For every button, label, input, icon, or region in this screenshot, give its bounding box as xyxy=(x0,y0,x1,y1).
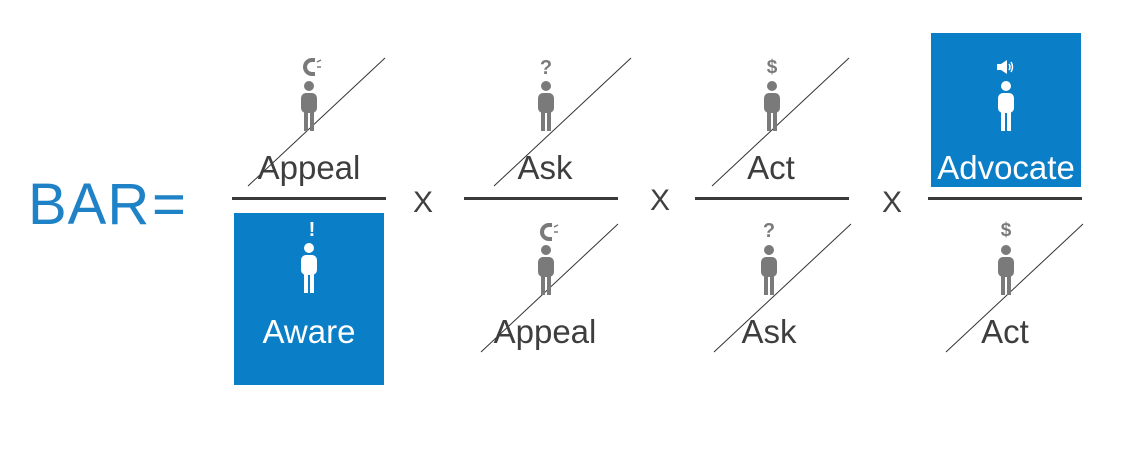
highlight-box-aware xyxy=(234,213,384,385)
person-icon xyxy=(538,81,554,131)
question-mark-icon: ? xyxy=(762,220,776,242)
person-icon xyxy=(998,245,1014,295)
dollar-icon: $ xyxy=(766,57,778,78)
multiply-sign: X xyxy=(412,186,433,219)
denominator-label-ask: Ask xyxy=(741,313,797,350)
formula-lhs: BAR xyxy=(28,172,151,237)
denominator-label-act: Act xyxy=(981,313,1029,350)
numerator-label-advocate: Advocate xyxy=(937,149,1075,186)
person-icon xyxy=(764,81,780,131)
magnet-icon xyxy=(303,58,322,76)
fraction-bar-4 xyxy=(928,197,1082,200)
multiply-sign: X xyxy=(881,186,902,219)
person-icon xyxy=(761,245,777,295)
numerator-label-appeal: Appeal xyxy=(257,149,361,186)
numerator-label-act: Act xyxy=(747,149,795,186)
equals-sign: = xyxy=(152,172,186,237)
multiply-sign: X xyxy=(649,184,670,217)
fraction-bar-1 xyxy=(232,197,386,200)
dollar-icon: $ xyxy=(1000,220,1012,241)
denominator-label-aware: Aware xyxy=(262,313,356,350)
question-mark-icon: ? xyxy=(539,57,553,79)
fraction-bar-3 xyxy=(695,197,849,200)
denominator-label-appeal: Appeal xyxy=(493,313,597,350)
person-icon xyxy=(538,245,554,295)
megaphone-icon xyxy=(997,60,1014,74)
magnet-icon xyxy=(540,223,559,241)
person-icon xyxy=(301,81,317,131)
person-icon xyxy=(301,243,317,293)
numerator-label-ask: Ask xyxy=(517,149,573,186)
fraction-bar-2 xyxy=(464,197,618,200)
exclamation-icon: ! xyxy=(308,219,316,241)
person-icon xyxy=(998,81,1014,131)
